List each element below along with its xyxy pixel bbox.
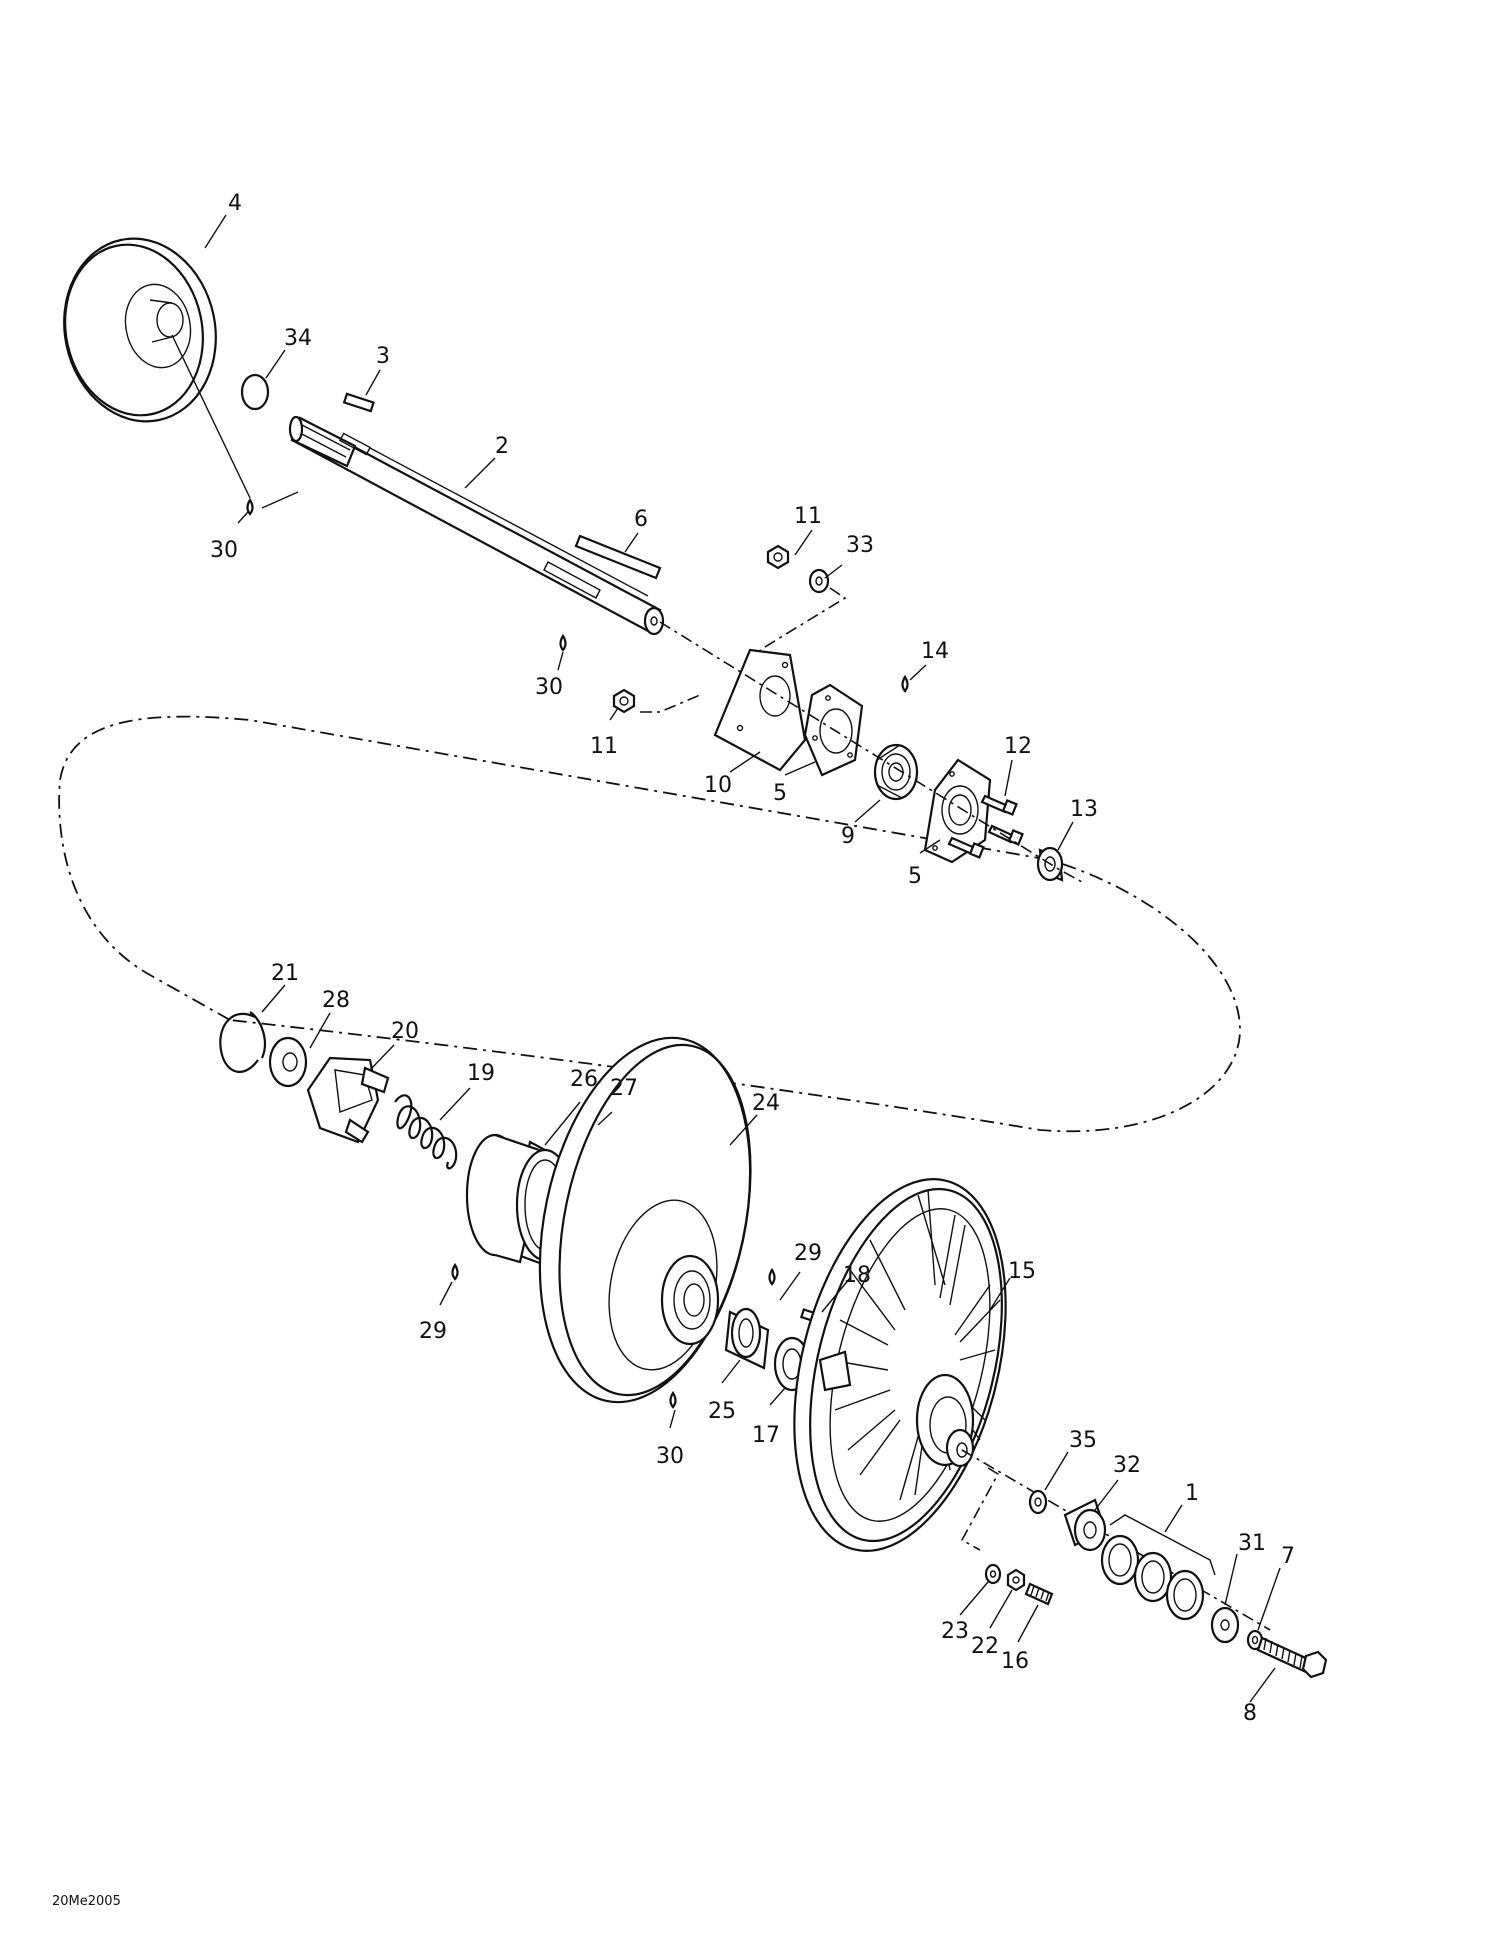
callout-31: 31 xyxy=(1238,1531,1266,1556)
callout-6: 6 xyxy=(634,507,648,532)
washer-35 xyxy=(1028,1489,1048,1515)
washer-33 xyxy=(808,568,830,594)
shim-set xyxy=(1100,1514,1216,1621)
spring xyxy=(394,1094,458,1170)
bearing-flange-outer xyxy=(923,758,992,864)
bearing xyxy=(873,743,919,801)
nut-22 xyxy=(1006,1568,1026,1592)
callout-32: 32 xyxy=(1113,1453,1141,1478)
callout-35: 35 xyxy=(1069,1428,1097,1453)
callout-21: 21 xyxy=(271,961,299,986)
callout-8: 8 xyxy=(1243,1701,1257,1726)
support-plate xyxy=(713,648,807,772)
callout-11-upper: 11 xyxy=(794,504,822,529)
circlip xyxy=(219,1011,267,1073)
set-screw-16 xyxy=(1024,1582,1054,1606)
washer-31 xyxy=(1210,1606,1240,1644)
callout-27: 27 xyxy=(610,1076,638,1101)
callout-18: 18 xyxy=(843,1263,871,1288)
callout-26: 26 xyxy=(570,1067,598,1092)
callout-2: 2 xyxy=(495,434,509,459)
key-small xyxy=(342,392,375,413)
callout-4: 4 xyxy=(228,191,242,216)
washer-28 xyxy=(268,1036,308,1088)
callout-20: 20 xyxy=(391,1019,419,1044)
grease-drop-29b xyxy=(768,1267,776,1286)
callout-12: 12 xyxy=(1004,734,1032,759)
sleeve-25 xyxy=(724,1307,770,1370)
callout-29-right: 29 xyxy=(794,1241,822,1266)
callout-34: 34 xyxy=(284,326,312,351)
nut-upper xyxy=(766,544,790,570)
callout-5-lower: 5 xyxy=(908,864,922,889)
driven-shaft xyxy=(288,415,665,636)
callout-11-lower: 11 xyxy=(590,734,618,759)
grease-drop-29a xyxy=(451,1262,459,1281)
callout-10: 10 xyxy=(704,773,732,798)
drawing-code: 20Me2005 xyxy=(52,1894,121,1909)
callout-30-lower: 30 xyxy=(656,1444,684,1469)
grease-drop-30c xyxy=(669,1390,677,1409)
grease-drop-14 xyxy=(901,674,909,693)
callout-29-left: 29 xyxy=(419,1319,447,1344)
callout-24: 24 xyxy=(752,1091,780,1116)
callout-9: 9 xyxy=(841,824,855,849)
callout-30-upper: 30 xyxy=(210,538,238,563)
callout-19: 19 xyxy=(467,1061,495,1086)
fixed-sheave xyxy=(63,237,217,423)
callout-22: 22 xyxy=(971,1634,999,1659)
nut-lower xyxy=(612,688,636,714)
cam xyxy=(306,1056,390,1144)
grease-drop-30b xyxy=(559,633,567,652)
callout-1: 1 xyxy=(1185,1481,1199,1506)
callout-23: 23 xyxy=(941,1619,969,1644)
callout-28: 28 xyxy=(322,988,350,1013)
o-ring xyxy=(240,373,270,411)
callout-labels: 4 34 3 2 30 6 11 33 30 14 11 12 10 5 13 … xyxy=(210,191,1295,1726)
leader-lines xyxy=(171,214,1281,1703)
callout-13: 13 xyxy=(1070,797,1098,822)
callout-16: 16 xyxy=(1001,1649,1029,1674)
callout-7: 7 xyxy=(1281,1544,1295,1569)
spacer-32 xyxy=(1063,1498,1107,1552)
spoked-sheave xyxy=(793,1178,1007,1552)
callout-25: 25 xyxy=(708,1399,736,1424)
drive-belt xyxy=(58,715,1241,1133)
washer-23 xyxy=(984,1563,1002,1585)
callout-33: 33 xyxy=(846,533,874,558)
callout-5-upper: 5 xyxy=(773,781,787,806)
callout-15: 15 xyxy=(1008,1259,1036,1284)
callout-14: 14 xyxy=(921,639,949,664)
sliding-sheave xyxy=(538,1036,752,1404)
grease-drop-30a xyxy=(246,497,254,516)
bolt-8 xyxy=(1256,1636,1328,1679)
key-long xyxy=(574,534,662,580)
callout-17: 17 xyxy=(752,1423,780,1448)
callout-3: 3 xyxy=(376,344,390,369)
callout-30-shaft: 30 xyxy=(535,675,563,700)
